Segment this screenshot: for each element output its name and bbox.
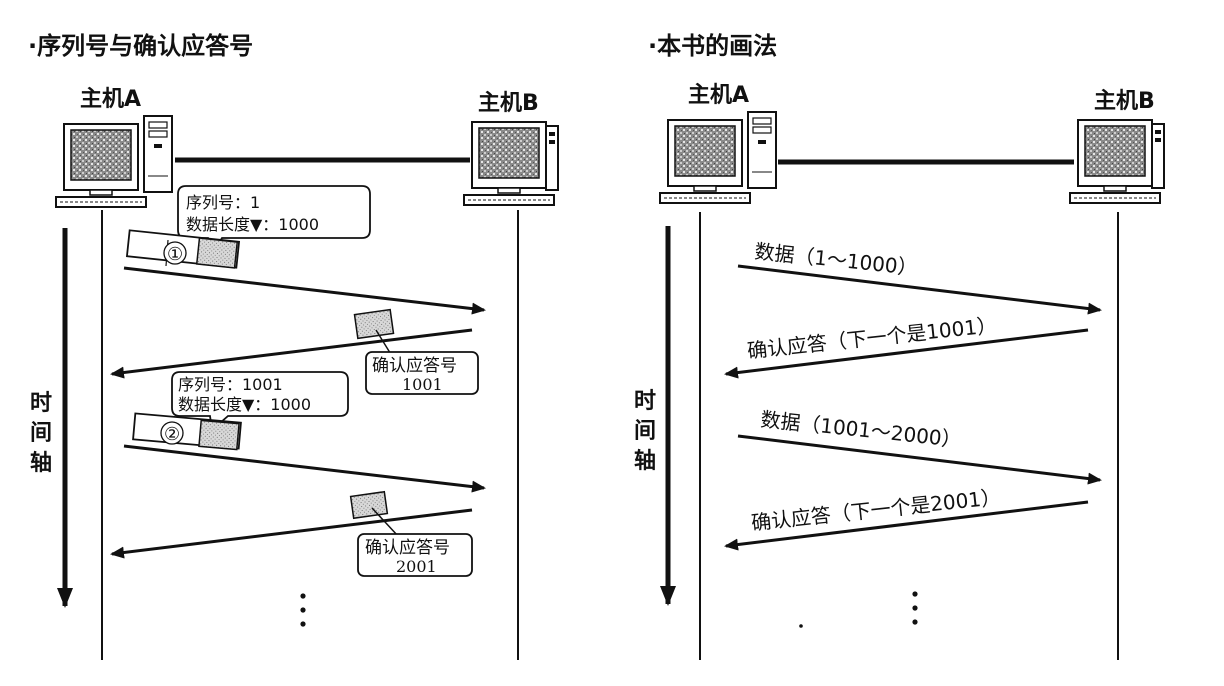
left-host-b-label: 主机B [478,91,539,116]
ack2-value: 2001 [396,557,437,576]
ack1-packet [353,308,395,340]
right-time-axis-char-2: 间 [634,419,656,444]
left-continuation-dots [300,593,306,627]
left-panel: ·序列号与确认应答号 主机A 主机B 时 间 轴 序列号：1 数据长度▼：100… [28,32,559,660]
segment1-callout: 序列号：1 数据长度▼：1000 [177,185,371,257]
right-panel-title: ·本书的画法 [648,32,777,60]
right-msg3-label: 数据（1001～2000） [759,407,962,452]
right-time-axis-arrowhead [660,586,676,606]
ack2-callout: 确认应答号 2001 [357,533,473,577]
left-host-b-computer-icon [463,121,559,206]
ack2-packet [349,490,389,520]
right-msg1-arrow [737,264,1102,315]
ack1-label: 确认应答号 [372,356,457,376]
segment2-number: ② [164,424,180,445]
left-time-axis-char-2: 间 [30,421,52,446]
right-host-b-computer-icon [1069,119,1165,204]
right-msg2-arrow [724,328,1089,379]
ack1-callout: 确认应答号 1001 [365,351,479,395]
right-msg4-arrow [724,500,1089,551]
right-host-a-computer-icon [659,111,777,204]
ack2-label: 确认应答号 [365,538,450,558]
right-time-axis-char-3: 轴 [634,448,656,474]
left-time-axis-char-3: 轴 [30,450,52,476]
segment2-len-label: 数据长度▼：1000 [178,395,311,414]
right-panel: ·本书的画法 主机A 主机B 时 间 轴 数据（1～1000） 确认应答（下一个… [634,32,1165,660]
ack2-arrow [110,508,473,559]
right-host-b-label: 主机B [1094,89,1155,114]
segment1-number: ① [167,244,183,265]
segment2-seq-label: 序列号：1001 [178,375,283,394]
right-msg3-arrow [737,434,1102,485]
left-time-axis-char-1: 时 [30,391,52,416]
left-panel-title: ·序列号与确认应答号 [28,32,253,60]
right-time-axis-char-1: 时 [634,389,656,414]
right-msg1-label: 数据（1～1000） [753,239,918,280]
left-host-a-computer-icon [55,115,173,208]
left-host-a-label: 主机A [80,87,141,112]
right-continuation-dots [912,591,918,625]
right-host-a-label: 主机A [688,83,749,108]
segment2-arrow [123,444,486,493]
segment1-packet: ① [125,229,241,269]
segment1-len-label: 数据长度▼：1000 [186,215,319,234]
right-stray-dot [799,624,803,628]
ack1-arrow [110,328,473,379]
segment1-seq-label: 序列号：1 [186,193,260,212]
segment2-packet: ② [132,412,242,451]
ack1-value: 1001 [402,375,443,394]
segment1-arrow [123,266,486,315]
left-time-axis-arrowhead [57,588,73,608]
